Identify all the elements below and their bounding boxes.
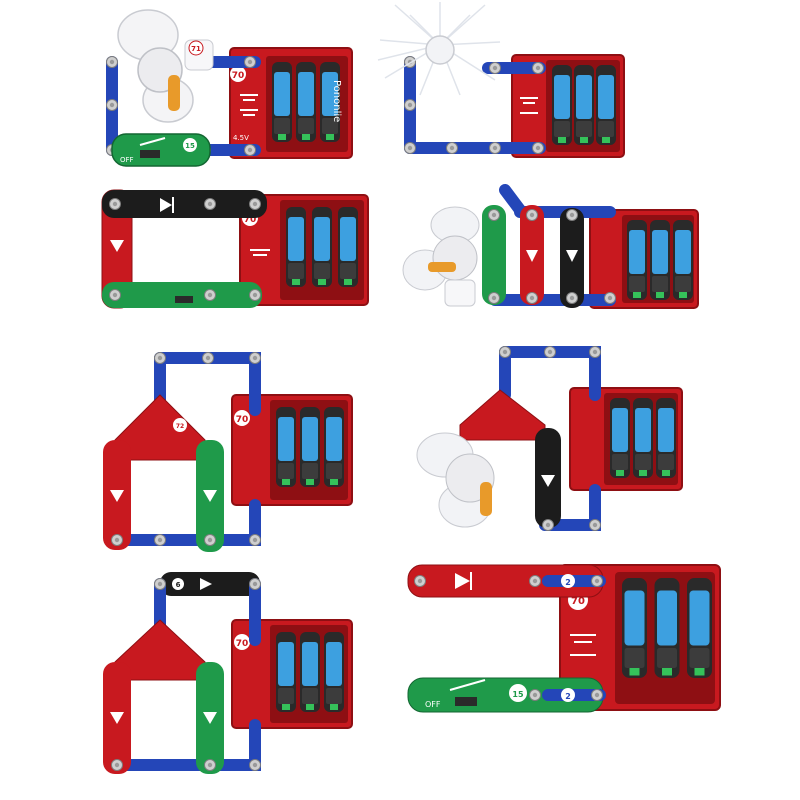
voltage-label: 4.5V (233, 134, 249, 142)
wire-number: 6 (176, 581, 181, 589)
motor-fan: 71 (117, 9, 214, 123)
battery-module-number: 70 (236, 415, 249, 425)
wire-number: 2 (565, 578, 571, 587)
battery-module-number: 70 (244, 215, 257, 225)
led-module-number: 72 (176, 423, 184, 430)
switch-module-number: 15 (185, 142, 195, 150)
diode-module (102, 190, 267, 218)
wire-number: 2 (565, 692, 571, 701)
battery-module-number: 70 (236, 639, 249, 649)
switch-off-label: OFF (425, 700, 441, 709)
battery-module-number: 70 (571, 596, 585, 607)
kit-fan-led-tower (416, 346, 683, 531)
battery-holder (511, 54, 625, 158)
kit-led-tower-top: 70 6 (103, 572, 353, 774)
battery-module-number: 70 (232, 71, 245, 81)
battery-holder (589, 209, 699, 309)
slide-switch (102, 282, 262, 308)
battery-holder (569, 387, 683, 491)
motor-fan (402, 206, 480, 307)
motor-fan (416, 432, 495, 528)
kit-led-switch-loop: 70 (101, 189, 369, 309)
kit-spinning-fiber (377, 2, 625, 158)
battery-brand-label: Pononlie (331, 80, 342, 122)
kit-switch-led: 70 4.5V OFF 15 2 2 (407, 564, 721, 713)
battery-holder: Pononlie 70 4.5V (229, 47, 353, 159)
battery-holder: 70 (239, 194, 369, 306)
kit-fan-led (402, 184, 699, 309)
battery-holder: 70 (231, 394, 353, 506)
fiber-spinner (377, 2, 501, 96)
switch-module-number: 15 (512, 690, 524, 699)
slide-switch: OFF 15 (111, 133, 211, 167)
switch-off-label: OFF (120, 156, 134, 164)
switch-vertical (482, 205, 506, 305)
kit-dual-led-tower: 70 72 (103, 352, 353, 552)
battery-holder: 70 (231, 619, 353, 729)
kit-motor-fan: Pononlie 70 4.5V OFF 15 (106, 9, 353, 167)
motor-module-number: 71 (191, 45, 201, 53)
